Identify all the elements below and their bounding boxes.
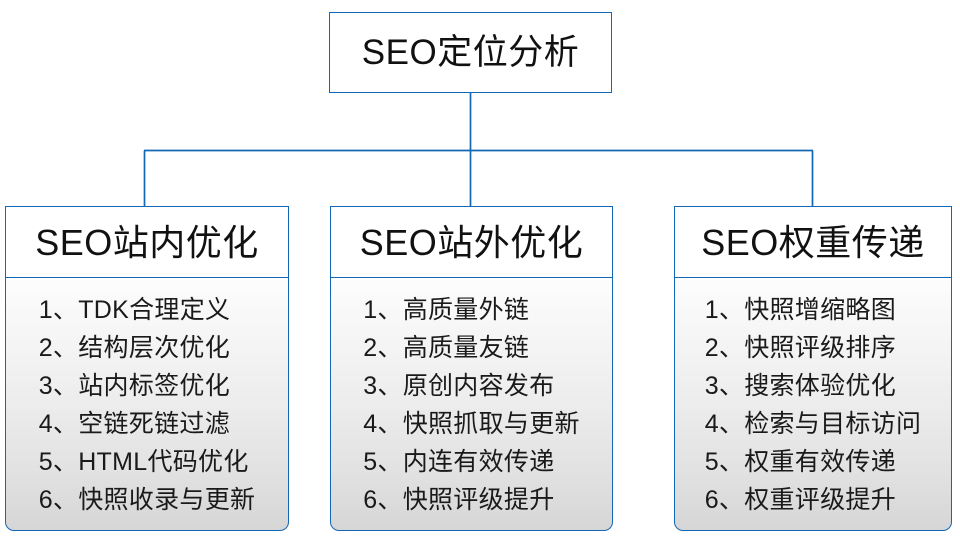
list-item: 3、搜索体验优化	[704, 372, 896, 401]
list-item: 1、高质量外链	[363, 296, 530, 325]
list-item: 4、快照抓取与更新	[363, 410, 580, 439]
root-node-label: SEO定位分析	[361, 33, 580, 72]
branch-1-list: 1、TDK合理定义 2、结构层次优化 3、站内标签优化 4、空链死链过滤 5、H…	[5, 277, 289, 532]
list-item: 3、站内标签优化	[38, 372, 230, 401]
branch-3-list: 1、快照增缩略图 2、快照评级排序 3、搜索体验优化 4、检索与目标访问 5、权…	[674, 277, 952, 532]
list-item: 6、快照评级提升	[363, 486, 555, 515]
branch-3-header[interactable]: SEO权重传递	[674, 206, 952, 279]
list-item: 5、HTML代码优化	[38, 448, 249, 477]
branch-2-header-label: SEO站外优化	[359, 221, 584, 263]
list-item: 6、快照收录与更新	[38, 486, 256, 515]
branch-1-header[interactable]: SEO站内优化	[5, 206, 289, 279]
list-item: 5、权重有效传递	[704, 448, 896, 477]
list-item: 4、空链死链过滤	[38, 410, 230, 439]
branch-column-2: SEO站外优化 1、高质量外链 2、高质量友链 3、原创内容发布 4、快照抓取与…	[330, 206, 613, 532]
branch-2-list: 1、高质量外链 2、高质量友链 3、原创内容发布 4、快照抓取与更新 5、内连有…	[330, 277, 613, 532]
list-item: 5、内连有效传递	[363, 448, 555, 477]
list-item: 2、快照评级排序	[704, 334, 896, 363]
list-item: 3、原创内容发布	[363, 372, 555, 401]
branch-column-1: SEO站内优化 1、TDK合理定义 2、结构层次优化 3、站内标签优化 4、空链…	[5, 206, 289, 532]
root-node[interactable]: SEO定位分析	[329, 12, 612, 93]
list-item: 4、检索与目标访问	[704, 410, 922, 439]
list-item: 2、高质量友链	[363, 334, 530, 363]
list-item: 6、权重评级提升	[704, 486, 896, 515]
branch-2-header[interactable]: SEO站外优化	[330, 206, 613, 279]
list-item: 1、快照增缩略图	[704, 296, 896, 325]
list-item: 1、TDK合理定义	[38, 296, 231, 325]
branch-1-header-label: SEO站内优化	[35, 221, 259, 263]
branch-3-header-label: SEO权重传递	[701, 221, 925, 263]
list-item: 2、结构层次优化	[38, 334, 230, 363]
branch-column-3: SEO权重传递 1、快照增缩略图 2、快照评级排序 3、搜索体验优化 4、检索与…	[674, 206, 952, 532]
